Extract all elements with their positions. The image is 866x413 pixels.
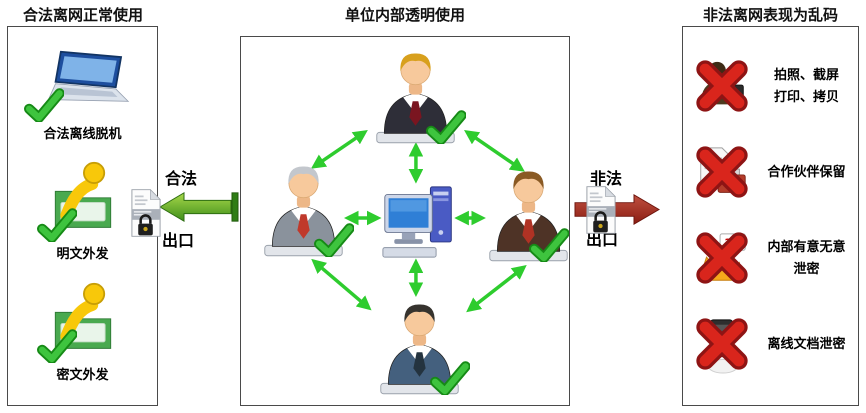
illegal-exit-label: 出口 [586, 230, 619, 249]
list-item-plain-outgoing: 明文外发 [46, 160, 120, 262]
locked-document-icon [585, 185, 617, 235]
list-item-label: 离线文档泄密 [767, 336, 846, 352]
leak-alert-blocked-icon: ?!! [693, 229, 751, 289]
internal-network-panel [240, 36, 570, 406]
check-icon [529, 228, 569, 262]
offline-device-blocked-icon [693, 315, 751, 375]
check-icon [24, 88, 64, 122]
illegal-exit-arrow-icon [574, 194, 660, 225]
outgoing-cipher-file-icon [46, 281, 120, 357]
check-icon [426, 110, 466, 144]
list-item-label: 内部有意无意 泄密 [767, 239, 846, 277]
cross-icon [694, 58, 750, 114]
list-item-label: 拍照、截屏 打印、拷贝 [773, 67, 839, 105]
list-item-label: 明文外发 [56, 247, 109, 262]
list-item-legal-offline: 合法离线脱机 [33, 50, 133, 142]
right-panel-title: 非法离网表现为乱码 [702, 6, 838, 24]
computer-graphic [382, 186, 452, 258]
check-icon [37, 208, 77, 242]
outgoing-plain-file-icon [46, 160, 120, 236]
laptop-icon [33, 50, 133, 116]
camera-person-blocked-icon [693, 57, 751, 117]
illegal-flow-label: 非法 [590, 169, 623, 188]
check-icon [37, 329, 77, 363]
laptop-graphic [47, 50, 129, 102]
locked-document-icon [130, 188, 162, 238]
employee-bottom [377, 300, 462, 395]
employee-right [486, 167, 571, 262]
employee-left [261, 162, 346, 257]
central-computer-icon [381, 183, 457, 261]
check-icon [314, 223, 354, 257]
check-icon [430, 361, 470, 395]
cross-icon [694, 230, 750, 286]
employee-top [373, 49, 458, 144]
list-item-label: 密文外发 [56, 367, 109, 383]
left-panel-title: 合法离网正常使用 [22, 6, 143, 24]
cross-icon [694, 316, 750, 372]
list-item-label: 合法离线脱机 [43, 126, 122, 142]
legal-exit-arrow-icon [159, 191, 239, 223]
list-item-capture-blocked: 拍照、截屏 打印、拷贝 [685, 57, 856, 117]
list-item-partner-blocked: 合作伙伴保留 [685, 143, 856, 203]
network-flow-arrows [310, 130, 527, 313]
cross-icon [694, 144, 750, 200]
list-item-cipher-outgoing: 密文外发 [46, 281, 120, 383]
middle-panel-title: 单位内部透明使用 [344, 6, 465, 24]
list-item-internal-leak-blocked: ?!! 内部有意无意 泄密 [685, 229, 856, 289]
list-item-label: 合作伙伴保留 [767, 164, 846, 180]
partner-document-blocked-icon [693, 143, 751, 203]
legal-exit-label: 出口 [162, 231, 195, 250]
illegal-offline-panel: 拍照、截屏 打印、拷贝 合作伙伴保留 ?!! [682, 26, 859, 406]
list-item-offline-doc-blocked: 离线文档泄密 [685, 315, 856, 375]
legal-flow-label: 合法 [165, 169, 198, 188]
